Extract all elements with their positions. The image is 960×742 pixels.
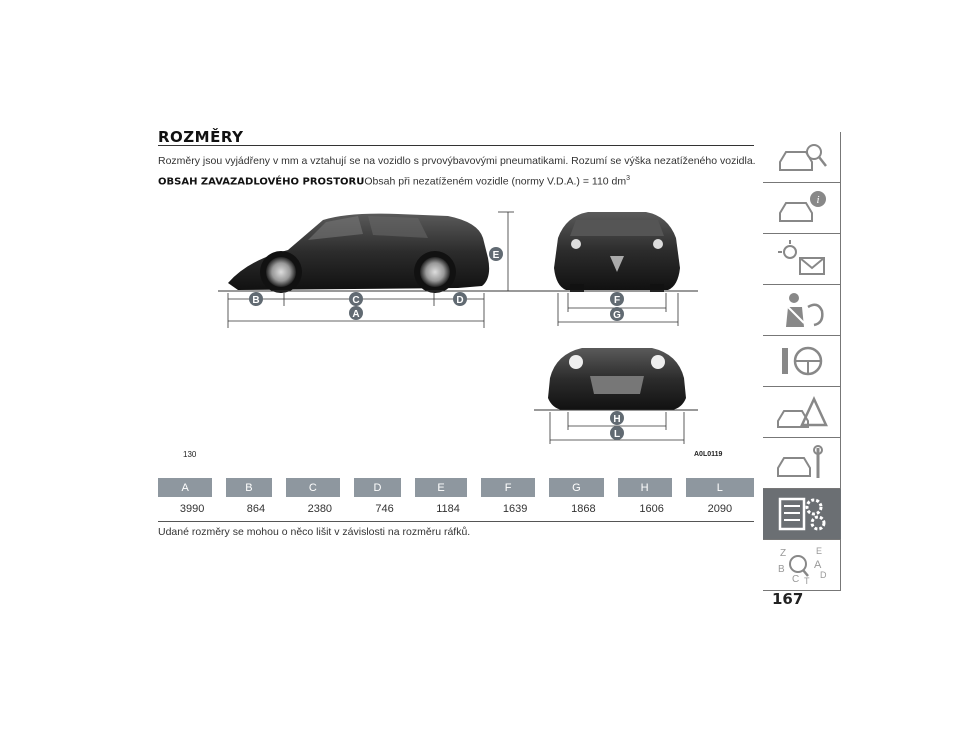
cargo-line: OBSAH ZAVAZADLOVÉHO PROSTORUObsah při ne… bbox=[158, 175, 630, 188]
svg-text:L: L bbox=[614, 429, 620, 440]
svg-text:T: T bbox=[804, 576, 810, 586]
page-number: 167 bbox=[772, 590, 804, 608]
dim-header: B bbox=[226, 478, 286, 497]
svg-text:B: B bbox=[778, 564, 785, 575]
tab-warning-lights[interactable] bbox=[763, 234, 841, 285]
dim-header: D bbox=[353, 478, 416, 497]
dimensions-value-row: 3990 864 2380 746 1184 1639 1868 1606 20… bbox=[158, 497, 754, 522]
dim-value: 1868 bbox=[549, 497, 618, 522]
car-service-icon bbox=[776, 445, 823, 478]
marker-b bbox=[249, 292, 263, 306]
svg-text:H: H bbox=[613, 414, 620, 425]
technical-data-icon bbox=[778, 497, 826, 531]
dim-value: 1606 bbox=[617, 497, 686, 522]
tab-car-info[interactable]: i bbox=[763, 183, 841, 234]
svg-text:C: C bbox=[792, 574, 799, 585]
tab-service[interactable] bbox=[763, 438, 841, 489]
tab-technical-data[interactable] bbox=[763, 489, 841, 540]
car-info-icon: i bbox=[778, 191, 826, 222]
dim-header: C bbox=[285, 478, 354, 497]
car-side-view bbox=[228, 213, 490, 293]
svg-text:A: A bbox=[352, 309, 359, 320]
note-text: Udané rozměry se mohou o něco lišit v zá… bbox=[158, 526, 471, 538]
svg-text:A: A bbox=[814, 559, 822, 571]
marker-d bbox=[453, 292, 467, 306]
tab-car-search[interactable] bbox=[763, 132, 841, 183]
index-search-icon: Z E A B D C T bbox=[778, 546, 827, 586]
figure-code: A0L0119 bbox=[694, 451, 723, 458]
svg-text:E: E bbox=[493, 250, 500, 261]
dimensions-header-row: A B C D E F G H L bbox=[158, 478, 754, 497]
intro-text: Rozměry jsou vyjádřeny v mm a vztahují s… bbox=[158, 155, 756, 167]
cargo-text: Obsah při nezatíženém vozidle (normy V.D… bbox=[364, 175, 627, 188]
warning-lights-icon bbox=[777, 240, 825, 275]
safety-belt-icon bbox=[785, 293, 824, 327]
svg-text:D: D bbox=[820, 570, 827, 580]
tab-safety[interactable] bbox=[763, 285, 841, 336]
svg-text:i: i bbox=[816, 194, 819, 206]
breakdown-triangle-icon bbox=[776, 396, 828, 428]
dim-value: 1184 bbox=[415, 497, 482, 522]
car-search-icon bbox=[778, 144, 827, 171]
dim-header: A bbox=[158, 478, 227, 497]
figure-number: 130 bbox=[183, 450, 197, 459]
tab-index[interactable]: Z E A B D C T bbox=[763, 540, 841, 591]
section-title: ROZMĚRY bbox=[158, 128, 244, 146]
tab-steering[interactable] bbox=[763, 336, 841, 387]
dimensions-figure: E B C D A F G H L bbox=[218, 211, 698, 444]
marker-a bbox=[349, 306, 363, 320]
dim-value: 2090 bbox=[685, 497, 754, 522]
marker-c bbox=[349, 292, 363, 306]
dim-header: H bbox=[617, 478, 686, 497]
dim-value: 746 bbox=[353, 497, 416, 522]
dim-value: 2380 bbox=[285, 497, 354, 522]
svg-text:C: C bbox=[352, 295, 359, 306]
marker-g bbox=[610, 307, 624, 321]
dim-header: E bbox=[415, 478, 482, 497]
marker-h bbox=[610, 411, 624, 425]
svg-text:E: E bbox=[816, 546, 822, 556]
svg-text:F: F bbox=[614, 295, 620, 306]
svg-text:Z: Z bbox=[780, 548, 786, 559]
title-rule bbox=[158, 145, 754, 146]
dim-header: G bbox=[549, 478, 618, 497]
marker-e bbox=[489, 247, 503, 261]
dim-value: 3990 bbox=[158, 497, 227, 522]
dim-value: 864 bbox=[226, 497, 286, 522]
svg-text:G: G bbox=[613, 310, 621, 321]
dim-value: 1639 bbox=[481, 497, 550, 522]
chapter-nav: i bbox=[763, 132, 841, 591]
tab-breakdown[interactable] bbox=[763, 387, 841, 438]
cargo-label: OBSAH ZAVAZADLOVÉHO PROSTORU bbox=[158, 176, 365, 188]
marker-f bbox=[610, 292, 624, 306]
dim-header: F bbox=[481, 478, 550, 497]
svg-text:B: B bbox=[252, 295, 259, 306]
car-front-view bbox=[554, 212, 680, 292]
steering-wheel-icon bbox=[781, 346, 822, 376]
marker-l bbox=[610, 426, 624, 440]
car-rear-view bbox=[548, 348, 686, 410]
cargo-exponent: 3 bbox=[626, 175, 631, 182]
dimensions-table: A B C D E F G H L 3990 864 2380 746 1184… bbox=[158, 478, 754, 522]
dim-header: L bbox=[685, 478, 754, 497]
svg-text:D: D bbox=[456, 295, 463, 306]
